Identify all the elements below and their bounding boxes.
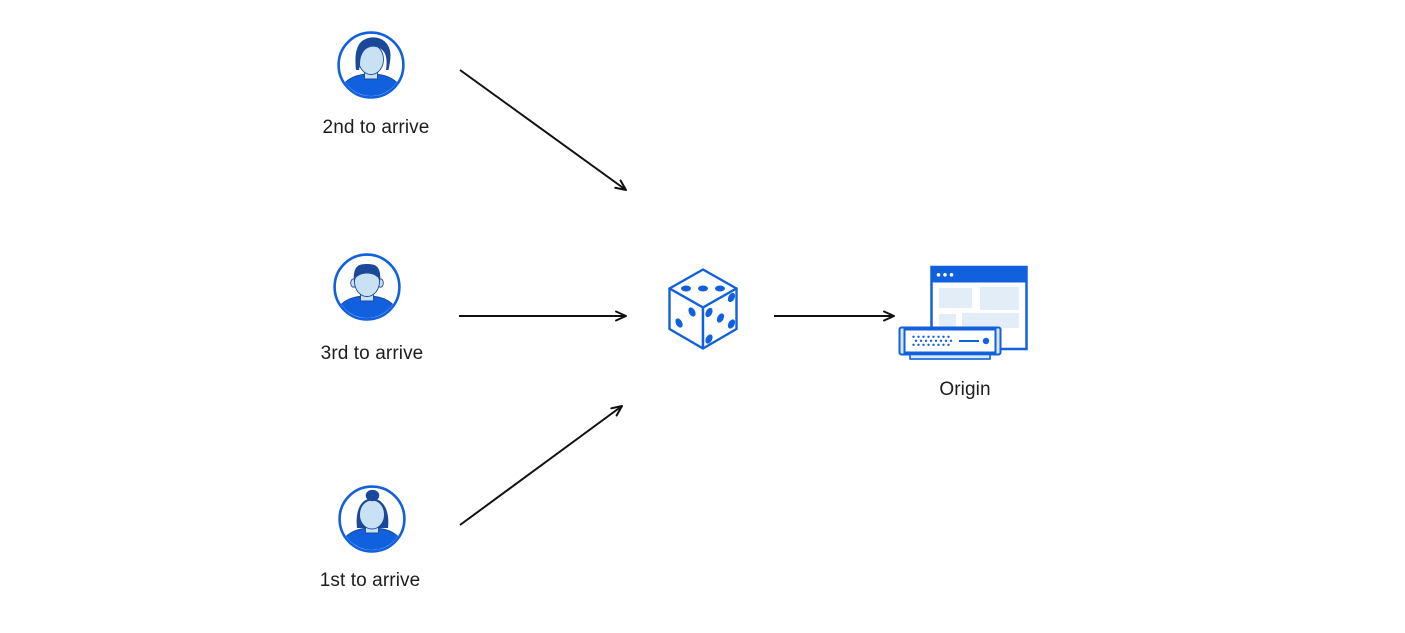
server-vent-dots	[912, 335, 953, 346]
server-icon	[898, 326, 1002, 360]
browser-content-blocks	[939, 287, 1019, 329]
visitor-top-label: 2nd to arrive	[322, 117, 430, 138]
origin-label: Origin	[939, 379, 991, 400]
visitor-middle-label: 3rd to arrive	[320, 343, 424, 364]
female-avatar-icon	[338, 485, 406, 553]
dice-icon	[668, 268, 738, 350]
dice-pips	[675, 285, 736, 344]
origin-server-icon	[898, 265, 1028, 360]
male-avatar-icon	[333, 253, 401, 321]
male-avatar-icon	[337, 31, 405, 99]
arrow-visitor-bottom-to-dice	[459, 405, 623, 526]
visitor-bottom-label: 1st to arrive	[319, 570, 421, 591]
server-power-led	[982, 337, 990, 345]
arrow-visitor-top-to-dice	[459, 69, 627, 191]
